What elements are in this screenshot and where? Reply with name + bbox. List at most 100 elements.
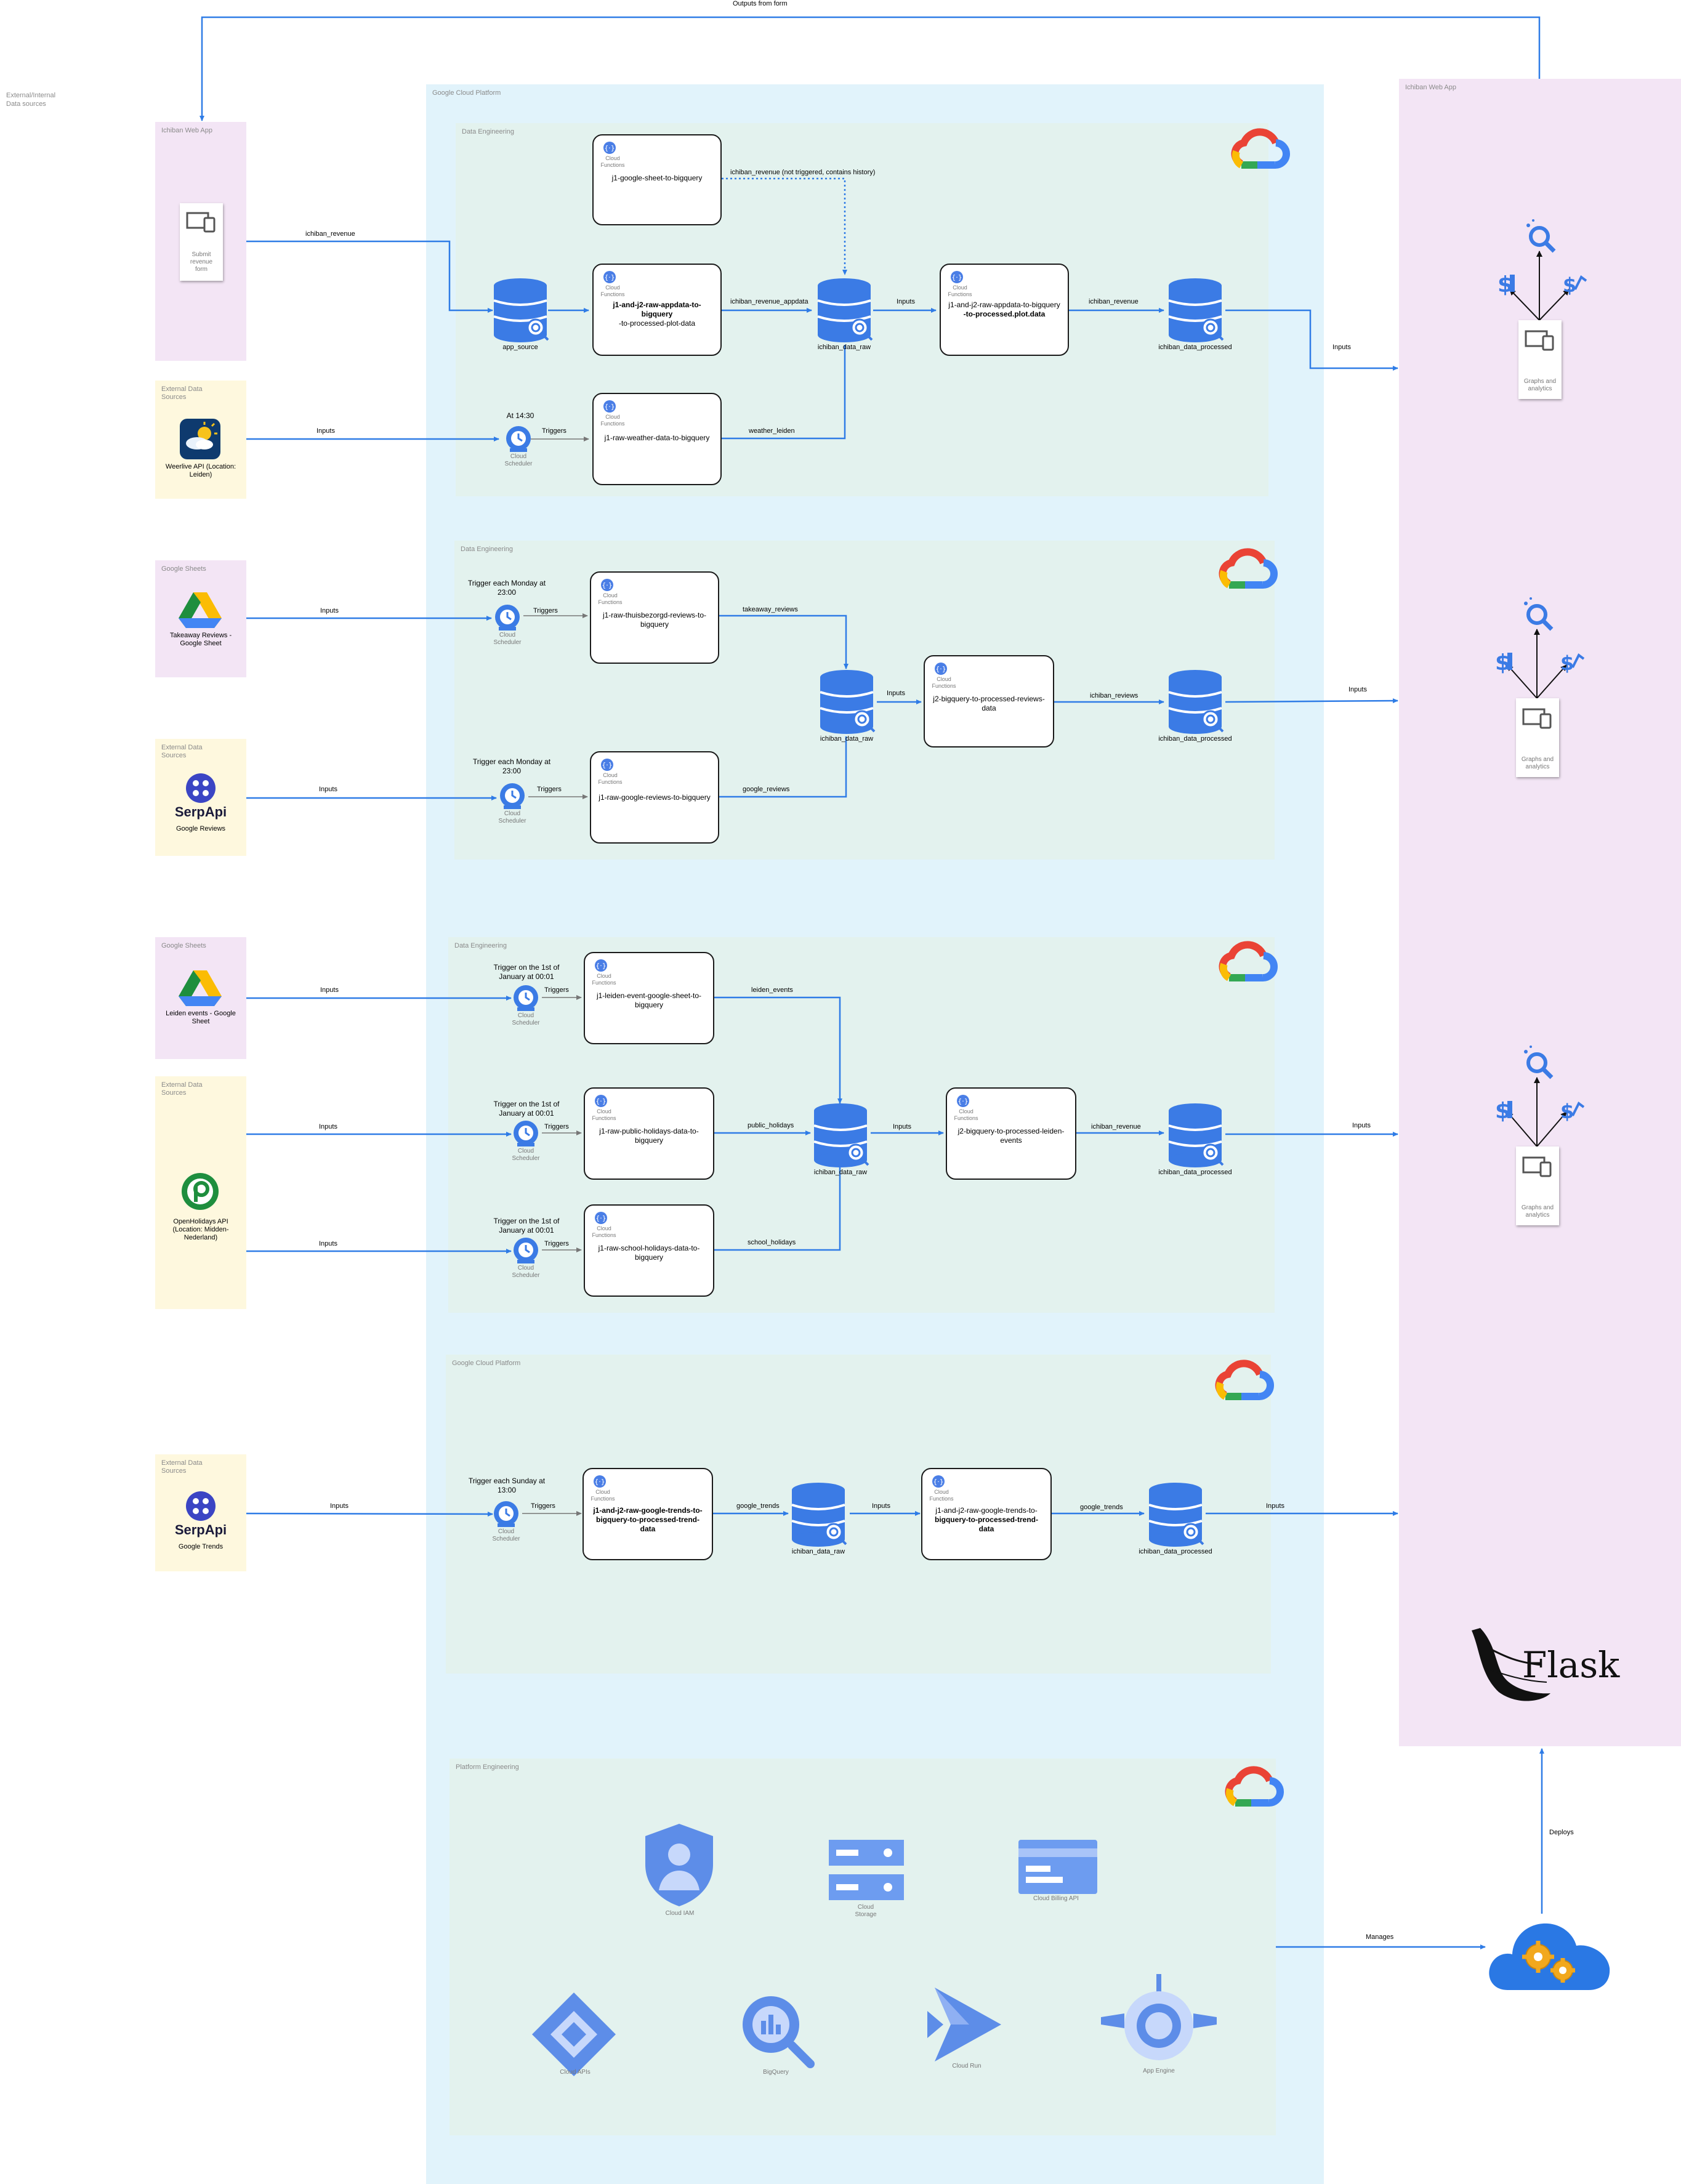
external-sources-label: External/Internal Data sources [6,92,56,108]
fn-sub: Cloud Functions [600,284,625,297]
svg-text:$: $ [1560,651,1574,675]
label-inputs-serp1: Inputs [319,786,337,793]
sched-4-label: Cloud Scheduler [492,1528,520,1542]
label-inputs-weather: Inputs [316,427,335,435]
serpapi-icon-2 [186,1491,216,1521]
label-triggers-3c: Triggers [544,1240,569,1247]
storage-label: Cloud Storage [855,1904,877,1918]
sched-1-time: At 14:30 [506,411,534,420]
serp2-caption: Google Trends [178,1543,224,1550]
sched-2a-label: Cloud Scheduler [493,632,522,646]
graphs-label-1: Graphs and analytics [1523,378,1557,392]
graphs-label-2: Graphs and analytics [1521,756,1554,770]
fn-sub: Cloud Functions [592,1108,616,1121]
fn-title-a: j1-and-j2-raw-google-trends-to- [935,1506,1038,1515]
fn-trends: {·} Cloud Functions j1-and-j2-raw-google… [583,1468,713,1560]
label-inputs-4: Inputs [872,1502,890,1510]
label-inputs-web1: Inputs [1332,344,1351,351]
fn-title-a: j1-and-j2-raw-appdata-to-bigquery [948,300,1060,309]
label-triggers-4: Triggers [531,1502,555,1510]
fn-title-b: bigquery-to-processed-trend-data [934,1515,1038,1533]
device-icon [1525,330,1554,351]
cloud-functions-icon: {·} [935,663,947,675]
fn-title: j1-and-j2-raw-appdata-to-bigquery-to-pro… [600,300,714,328]
sched-3b-time: Trigger on the 1st of January at 00:01 [493,1100,560,1118]
fn-sub: Cloud Functions [592,1225,616,1238]
svg-text:{·}: {·} [935,665,946,673]
fn-title: j1-and-j2-raw-google-trends-to-bigquery-… [590,1506,706,1534]
fn-title: j1-google-sheet-to-bigquery [611,174,703,182]
label-inputs-takeaway: Inputs [320,607,339,615]
edge-form-to-source [246,240,493,313]
de4-label: Google Cloud Platform [452,1360,521,1367]
sched-1-label: Cloud Scheduler [504,453,533,467]
magnifier-icon [1529,226,1550,247]
sched-4-time: Trigger each Sunday at 13:00 [468,1477,546,1494]
ext-serp2-label: External Data Sources [161,1459,203,1475]
graphs-card-3: Graphs and analytics [1516,1146,1559,1225]
ext-holidays-label: External Data Sources [161,1081,203,1097]
sched-3c-time: Trigger on the 1st of January at 00:01 [493,1217,560,1235]
label-inputs-web2: Inputs [1348,686,1367,693]
label-weather: weather_leiden [749,427,795,435]
svg-text:{·}: {·} [602,761,613,769]
fn-sub: Cloud Functions [929,1489,954,1502]
appengine-label: App Engine [1143,2068,1175,2074]
fn-title-b: -to-processed.plot.data [963,310,1046,318]
label-rev-app: ichiban_revenue_appdata [730,298,808,305]
svg-text:{·}: {·} [602,581,613,589]
fn-sub: Cloud Functions [598,592,623,605]
de1-label: Data Engineering [462,128,515,135]
apis-label: Cloud APIs [560,2069,591,2076]
fn-google-reviews: {·} Cloud Functions j1-raw-google-review… [590,751,719,844]
sched-2b-label: Cloud Scheduler [498,810,526,824]
edge-proc2-to-web [1225,698,1398,704]
webapp-left-label: Ichiban Web App [161,127,212,134]
label-school: school_holidays [748,1239,796,1246]
svg-text:{·}: {·} [604,403,615,411]
analytics-icons-1: $ $ [1498,219,1587,297]
edge-sheetfn-to-raw1 [722,177,847,275]
label-triggers-1: Triggers [542,427,566,435]
fn-google-sheet: {·} Cloud Functions j1-google-sheet-to-b… [592,134,722,225]
iam-icon [645,1824,713,1906]
label-takeaway: takeaway_reviews [743,606,798,613]
fn-title: j1-raw-school-holidays-data-to-bigquery [598,1244,700,1262]
edge-serp2-to-sched [246,1511,493,1517]
graphs-card-2: Graphs and analytics [1516,698,1559,777]
label-trends: google_trends [736,1502,780,1510]
db-raw-3-label: ichiban_data_raw [813,1169,868,1176]
db-processed-2-label: ichiban_data_processed [1158,735,1232,743]
fn-sub: Cloud Functions [954,1108,978,1121]
de2-label: Data Engineering [461,546,514,553]
db-processed-4-label: ichiban_data_processed [1139,1548,1212,1555]
cloud-functions-icon: {·} [951,271,963,283]
cloud-functions-icon: {·} [957,1095,969,1107]
fn-title: j1-leiden-event-google-sheet-to-bigquery [596,991,702,1009]
platform-label: Platform Engineering [456,1763,519,1771]
fn-sub: Cloud Functions [598,772,623,785]
fn-school-holidays: {·} Cloud Functions j1-raw-school-holida… [584,1204,714,1297]
label-inputs-3: Inputs [893,1123,911,1130]
fn-title: j1-raw-public-holidays-data-to-bigquery [599,1127,699,1145]
analytics-icons-2: $ $ [1495,597,1585,675]
label-inputs-2: Inputs [887,690,905,697]
bigquery-icon [743,1996,815,2068]
fn-sub: Cloud Functions [600,414,625,427]
label-rev-note: ichiban_revenue (not triggered, contains… [730,169,876,176]
fn-title: j1-raw-weather-data-to-bigquery [604,433,710,442]
fn-title: j1-and-j2-raw-google-trends-to-bigquery-… [929,1506,1044,1534]
label-inputs-hol1: Inputs [319,1123,337,1130]
edge-proc1-to-web [1225,309,1398,371]
label-inputs-serp2: Inputs [330,1502,349,1510]
serp1-caption: Google Reviews [175,825,226,832]
svg-text:$: $ [1560,1100,1574,1123]
label-inputs-leiden: Inputs [320,986,339,994]
cloud-functions-icon: {·} [603,271,616,283]
label-outputs-from-form: Outputs from form [733,0,788,7]
fn-title: j2-bigquery-to-processed-reviews-data [933,695,1045,712]
fn-appdata: {·} Cloud Functions j1-and-j2-raw-appdat… [592,264,722,356]
label-inputs-web4: Inputs [1266,1502,1284,1510]
fn-proc-leiden: {·} Cloud Functions j2-bigquery-to-proce… [946,1087,1076,1180]
label-inputs-hol2: Inputs [319,1240,337,1247]
